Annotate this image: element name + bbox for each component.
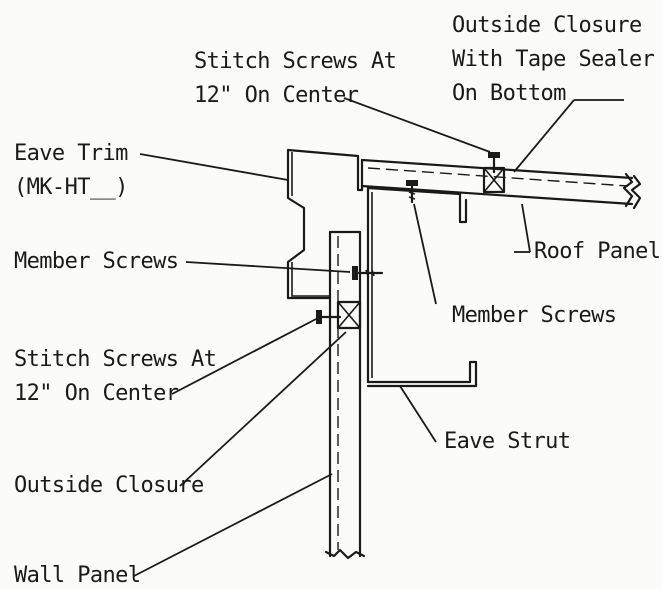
stitch-screw-top [488,152,500,174]
label-eave-strut: Eave Strut [444,429,570,454]
label-stitch-screws-bottom-1: Stitch Screws At [14,347,216,372]
label-member-screws-left: Member Screws [14,249,178,274]
wall-panel [324,230,366,560]
label-stitch-screws-bottom-2: 12" On Center [14,381,179,406]
member-screw-wall [352,266,384,280]
label-roof-panel: Roof Panel [534,239,660,264]
eave-strut [366,186,478,388]
label-outside-closure-top-3: On Bottom [452,81,566,106]
label-stitch-screws-top-2: 12" On Center [194,83,359,108]
member-screw-top [406,180,418,204]
leaders [133,97,624,577]
label-outside-closure-bottom: Outside Closure [14,473,204,498]
label-eave-trim-2: (MK-HT__) [14,175,128,200]
stitch-screw-wall [316,310,342,324]
label-member-screws-right: Member Screws [452,303,616,328]
label-eave-trim-1: Eave Trim [14,141,128,166]
label-wall-panel: Wall Panel [14,563,140,588]
callouts: Outside Closure With Tape Sealer On Bott… [14,13,661,588]
label-outside-closure-top-1: Outside Closure [452,13,642,38]
outside-closure-wall [336,300,362,330]
label-stitch-screws-top-1: Stitch Screws At [194,49,396,74]
label-outside-closure-top-2: With Tape Sealer [452,47,655,72]
eave-trim [286,148,364,300]
